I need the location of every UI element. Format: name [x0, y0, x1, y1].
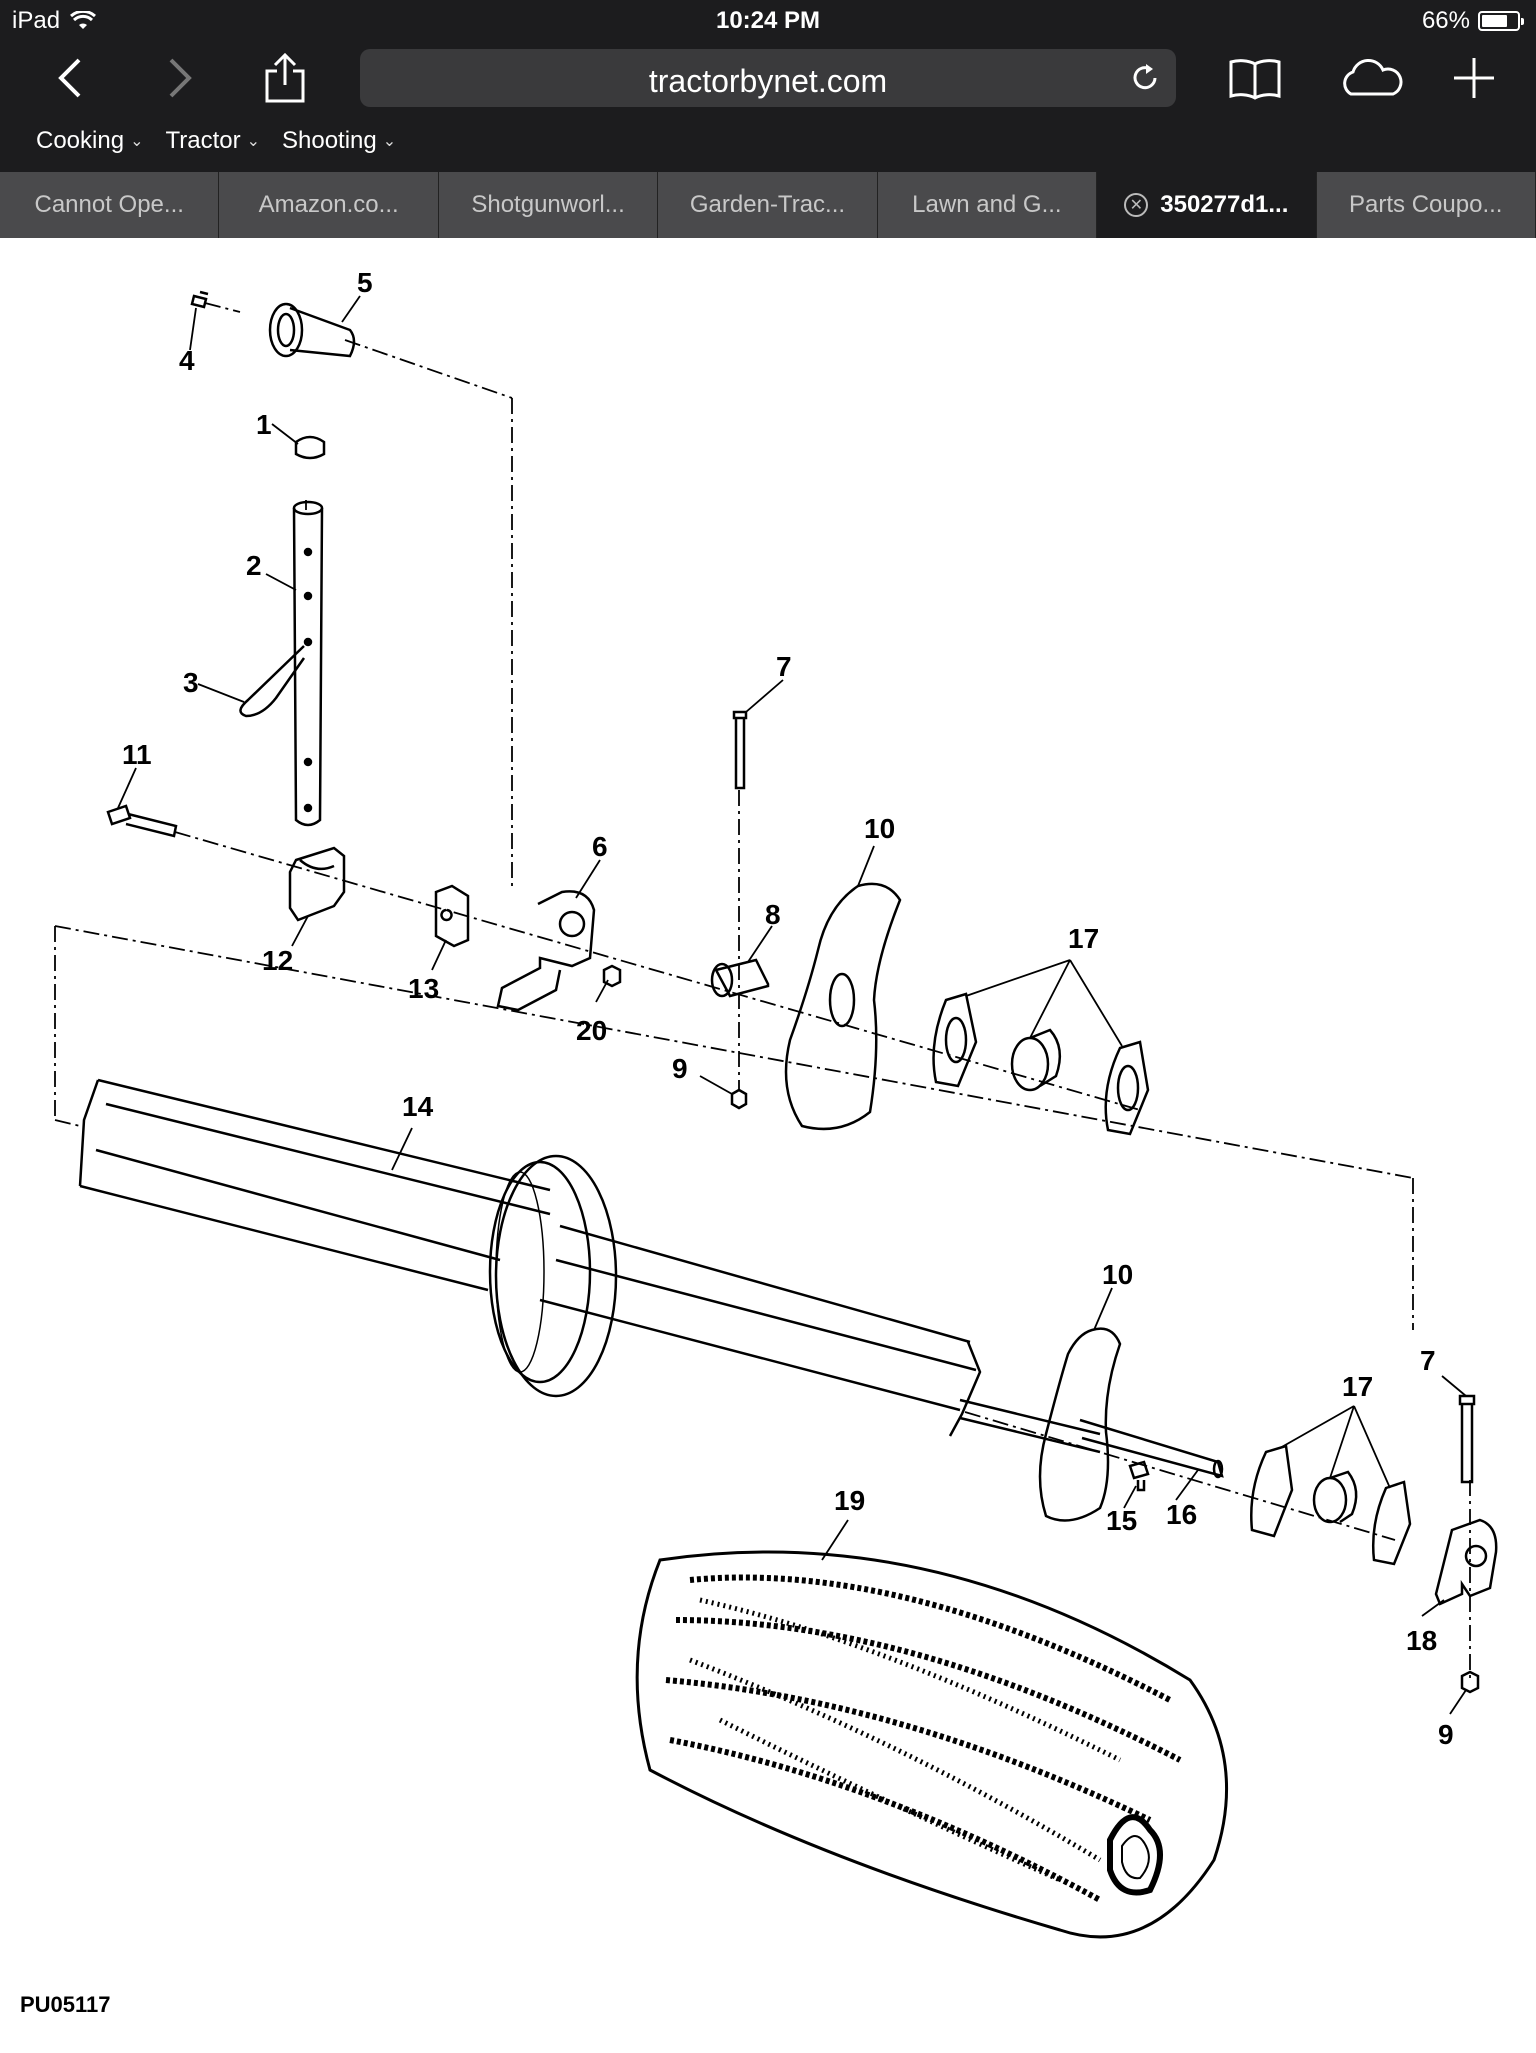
- bookmarks-button[interactable]: [1225, 42, 1285, 114]
- wifi-icon: [70, 11, 97, 29]
- callout-label: 18: [1406, 1625, 1437, 1656]
- forward-button[interactable]: [150, 42, 210, 114]
- callout-label: 6: [592, 831, 608, 862]
- tab-parts-coupons[interactable]: Parts Coupo...: [1316, 172, 1536, 238]
- chevron-down-icon: ⌄: [382, 133, 397, 150]
- callout-label: 10: [1102, 1259, 1133, 1290]
- share-button[interactable]: [255, 42, 315, 114]
- side-plate-part: [784, 882, 902, 1131]
- chevron-down-icon: ⌄: [130, 133, 144, 150]
- callout-label: 13: [408, 973, 439, 1004]
- new-tab-button[interactable]: [1448, 42, 1500, 114]
- callout-label: 15: [1106, 1505, 1137, 1536]
- callout-label: 12: [262, 945, 293, 976]
- pivot-arm-part: [1434, 1518, 1498, 1606]
- bushing-part: [710, 958, 770, 998]
- figure-id: PU05117: [20, 1992, 111, 2017]
- tab-garden-tractor[interactable]: Garden-Trac...: [658, 172, 878, 238]
- callout-label: 5: [357, 267, 373, 298]
- callout-label: 1: [256, 409, 272, 440]
- battery-percent: 66%: [1421, 7, 1470, 34]
- bearing-flange-part: [1104, 1040, 1150, 1136]
- favorite-folder-cooking[interactable]: Cooking⌄: [36, 127, 144, 154]
- callout-label: 8: [765, 899, 781, 930]
- set-screw-part: [1128, 1460, 1150, 1492]
- chevron-left-icon: [58, 58, 81, 98]
- hex-nut-part: [602, 964, 622, 988]
- grease-fitting-part: [190, 290, 209, 309]
- flange-bolt-part: [106, 804, 178, 838]
- brush-bristles-part: [635, 1550, 1228, 1939]
- page-content: 5 4 1 2 3 7 11 6 10 8 17 12 13 20 9 14 1…: [0, 238, 1536, 2048]
- bearing-part: [1010, 1028, 1062, 1092]
- clock: 10:24 PM: [715, 7, 821, 34]
- tab-active-image[interactable]: ✕350277d1...: [1097, 172, 1317, 238]
- reload-button[interactable]: [1128, 61, 1162, 100]
- lock-nut-part: [730, 1088, 748, 1110]
- spacer-block-part: [434, 884, 470, 948]
- tube-bracket-part: [288, 846, 346, 922]
- bearing-flange-part: [1371, 1480, 1412, 1566]
- carriage-bolt-part: [1458, 1394, 1476, 1484]
- spring-pin-part: [239, 645, 306, 718]
- back-button[interactable]: [40, 42, 100, 114]
- pivot-pin-part: [268, 302, 356, 358]
- cloud-icon: [1343, 59, 1403, 96]
- chevron-down-icon: ⌄: [246, 133, 260, 150]
- tab-amazon[interactable]: Amazon.co...: [219, 172, 439, 238]
- callout-label: 17: [1342, 1371, 1373, 1402]
- bearing-flange-part: [1250, 1444, 1294, 1538]
- device-name: iPad: [12, 7, 61, 34]
- tab-cannot-open[interactable]: Cannot Ope...: [0, 172, 220, 238]
- tab-bar: Cannot Ope... Amazon.co... Shotgunworl..…: [0, 172, 1536, 238]
- tube-cap-part: [294, 435, 326, 460]
- exploded-parts-diagram: 5 4 1 2 3 7 11 6 10 8 17 12 13 20 9 14 1…: [20, 267, 1498, 2017]
- callout-label: 10: [864, 813, 895, 844]
- favorite-folder-shooting[interactable]: Shooting⌄: [282, 127, 397, 154]
- chevron-right-icon: [169, 58, 192, 98]
- close-tab-icon[interactable]: ✕: [1124, 193, 1149, 217]
- callout-label: 7: [1420, 1345, 1436, 1376]
- battery-icon: [1478, 11, 1524, 31]
- favorite-folder-tractor[interactable]: Tractor⌄: [165, 127, 260, 154]
- callout-label: 4: [179, 345, 195, 376]
- callout-label: 16: [1166, 1499, 1197, 1530]
- drive-shaft-part: [1079, 1418, 1224, 1478]
- bearing-part: [1312, 1470, 1358, 1524]
- callout-label: 17: [1068, 923, 1099, 954]
- reload-icon: [1133, 64, 1157, 90]
- bearing-flange-part: [932, 992, 978, 1088]
- side-plate-part: [1038, 1327, 1122, 1522]
- browser-chrome: iPad 10:24 PM 66% tractorbynet.co: [0, 0, 1536, 238]
- address-bar[interactable]: tractorbynet.com: [360, 49, 1176, 107]
- tab-shotgunworld[interactable]: Shotgunworl...: [438, 172, 659, 238]
- url-text: tractorbynet.com: [648, 63, 888, 99]
- pivot-arm-part: [496, 890, 596, 1012]
- callout-label: 3: [183, 667, 199, 698]
- lock-nut-part: [1460, 1670, 1480, 1694]
- carriage-bolt-part: [732, 710, 748, 790]
- adjusting-tube-part: [292, 500, 324, 827]
- toolbar: tractorbynet.com: [0, 42, 1536, 114]
- callout-label: 9: [672, 1053, 688, 1084]
- plus-icon: [1454, 58, 1494, 98]
- favorites-bar: Cooking⌄ Tractor⌄ Shooting⌄: [0, 118, 396, 164]
- callout-label: 2: [246, 550, 262, 581]
- brush-core-part: [78, 1078, 1101, 1454]
- callout-label: 20: [576, 1015, 607, 1046]
- callout-label: 11: [122, 739, 152, 770]
- icloud-tabs-button[interactable]: [1332, 42, 1408, 114]
- share-icon: [265, 53, 305, 103]
- tab-lawn-and-garden[interactable]: Lawn and G...: [877, 172, 1098, 238]
- status-bar: iPad 10:24 PM 66%: [0, 0, 1536, 42]
- callout-label: 7: [776, 651, 792, 682]
- callout-label: 9: [1438, 1719, 1454, 1750]
- callout-label: 19: [834, 1485, 865, 1516]
- book-icon: [1229, 59, 1281, 100]
- callout-label: 14: [402, 1091, 434, 1122]
